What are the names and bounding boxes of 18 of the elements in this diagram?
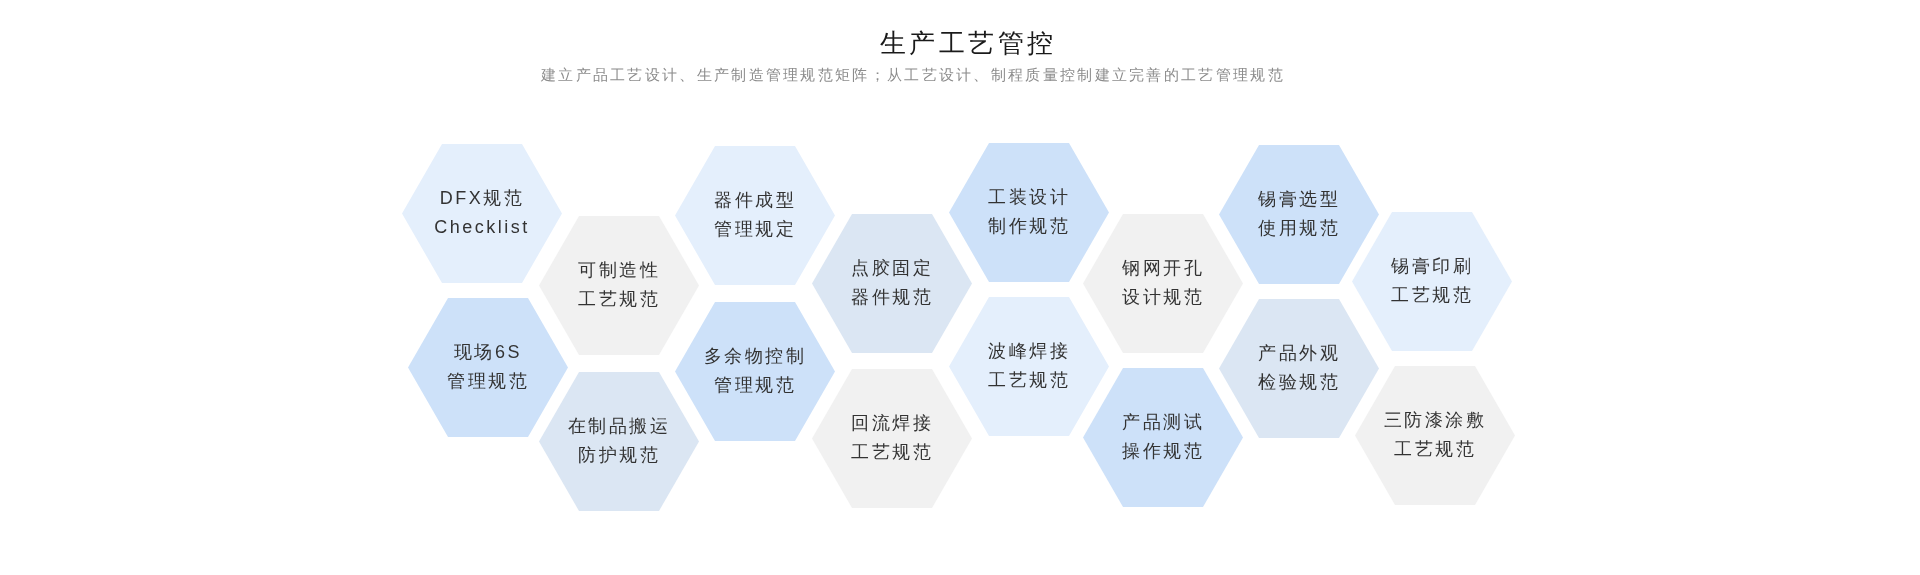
node-label: 多余物控制管理规范 [703, 345, 807, 397]
node-label: 三防漆涂敷工艺规范 [1383, 409, 1487, 461]
node-label: 波峰焊接工艺规范 [987, 340, 1071, 392]
node-label: 现场6S管理规范 [446, 341, 530, 393]
node-label: 可制造性工艺规范 [577, 259, 661, 311]
node-label: 产品测试操作规范 [1121, 411, 1205, 463]
node-label: 锡膏印刷工艺规范 [1390, 255, 1474, 307]
node-label: 产品外观检验规范 [1257, 342, 1341, 394]
node-label: 锡膏选型使用规范 [1257, 188, 1341, 240]
node-label: 器件成型管理规定 [713, 189, 797, 241]
node-label: 点胶固定器件规范 [850, 257, 934, 309]
subtitle: 建立产品工艺设计、生产制造管理规范矩阵；从工艺设计、制程质量控制建立完善的工艺管理规范 [541, 65, 1285, 85]
node-label: DFX规范 Checklist [433, 187, 531, 239]
node-label: 钢网开孔设计规范 [1121, 257, 1205, 309]
node-label: 在制品搬运防护规范 [567, 415, 671, 467]
node-label: 工装设计制作规范 [987, 186, 1071, 238]
title: 生产工艺管控 [879, 27, 1057, 60]
node-label: 回流焊接工艺规范 [850, 412, 934, 464]
